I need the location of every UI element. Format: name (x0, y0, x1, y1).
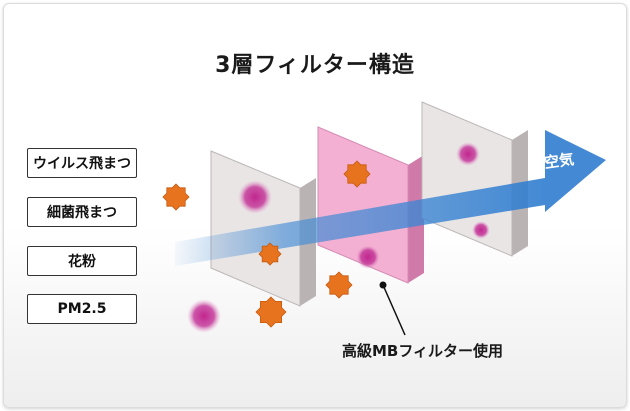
particle-label-bacteria: 細菌飛まつ (27, 197, 137, 227)
virus-particles (162, 160, 371, 328)
air-flow-arrow (175, 130, 606, 266)
particle-label-virus: ウイルス飛まつ (27, 148, 137, 178)
air-label: 空気 (542, 149, 576, 172)
particle-label-pm25: PM2.5 (27, 294, 137, 324)
particle-label-pollen: 花粉 (27, 246, 137, 276)
mb-filter-caption: 高級MBフィルター使用 (342, 342, 504, 360)
diagram-title: 3層フィルター構造 (215, 53, 415, 78)
bacteria-particles (187, 142, 490, 333)
caption-pointer (379, 281, 406, 336)
